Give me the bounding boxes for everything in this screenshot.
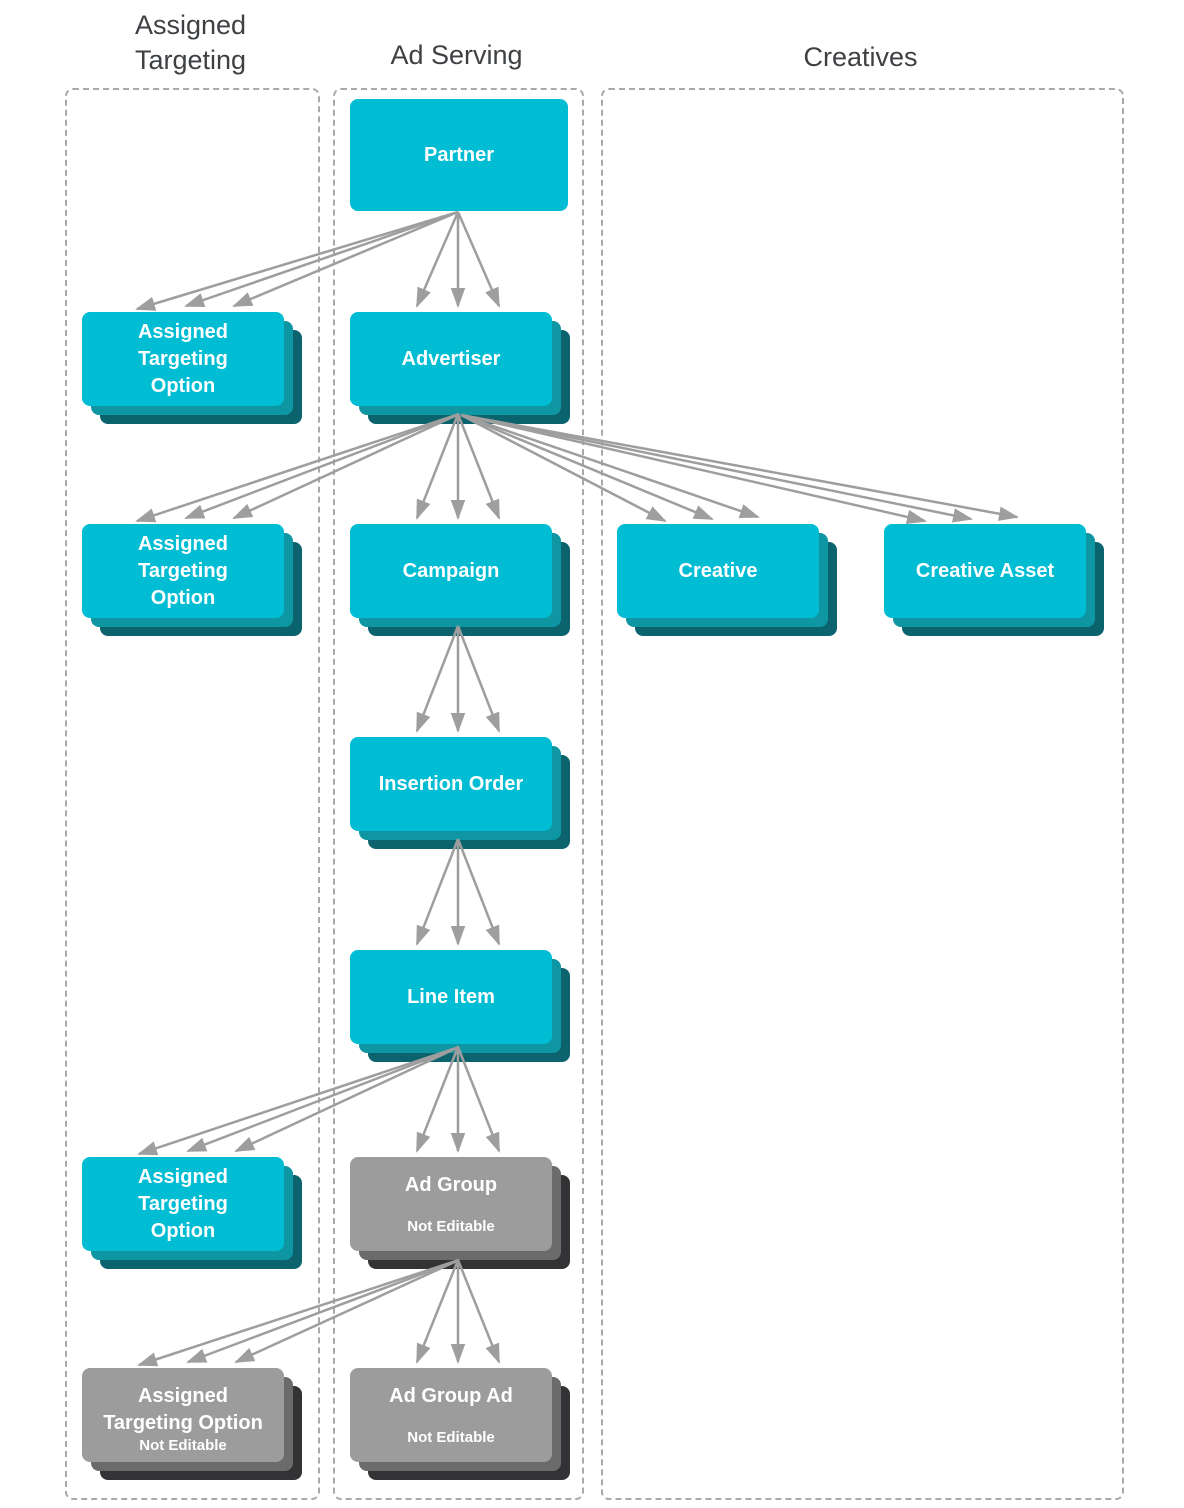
node-advertiser-label: Advertiser [401, 347, 501, 370]
node-line-item-label: Line Item [407, 985, 495, 1008]
node-ato2-label: Assigned Targeting Option [137, 532, 229, 609]
node-creative-asset: Creative Asset [884, 524, 1086, 618]
node-insertion-order-label: Insertion Order [378, 772, 524, 795]
node-ad-group: Ad Group Not Editable [350, 1157, 552, 1251]
node-assigned-targeting-option-advertiser: Assigned Targeting Option [82, 524, 284, 618]
node-creative-label: Creative [678, 559, 758, 582]
node-ato4-label: Assigned Targeting Option [103, 1385, 263, 1434]
node-creative: Creative [617, 524, 819, 618]
node-ad-group-ad-label: Ad Group Ad [389, 1385, 513, 1407]
node-assigned-targeting-option-partner: Assigned Targeting Option [82, 312, 284, 406]
node-creative-asset-label: Creative Asset [915, 559, 1055, 582]
node-ad-group-ad: Ad Group Ad Not Editable [350, 1368, 552, 1462]
node-ato3-label: Assigned Targeting Option [137, 1165, 229, 1242]
node-assigned-targeting-option-ad-group: Assigned Targeting Option Not Editable [82, 1368, 284, 1462]
column-ad-serving [333, 88, 584, 1500]
column-creatives [601, 88, 1124, 1500]
node-partner: Partner [350, 99, 568, 211]
node-partner-label: Partner [423, 143, 495, 166]
node-campaign-label: Campaign [402, 559, 500, 582]
node-assigned-targeting-option-line-item: Assigned Targeting Option [82, 1157, 284, 1251]
column-assigned-targeting [65, 88, 320, 1500]
node-ato4-sublabel: Not Editable [139, 1437, 227, 1454]
node-line-item: Line Item [350, 950, 552, 1044]
node-ad-group-ad-sublabel: Not Editable [407, 1429, 495, 1446]
column-header-assigned-targeting: Assigned Targeting [134, 10, 247, 75]
node-advertiser: Advertiser [350, 312, 552, 406]
node-insertion-order: Insertion Order [350, 737, 552, 831]
column-header-creatives: Creatives [803, 42, 918, 72]
column-header-ad-serving: Ad Serving [390, 40, 523, 70]
node-ad-group-label: Ad Group [404, 1174, 498, 1196]
node-campaign: Campaign [350, 524, 552, 618]
node-ad-group-sublabel: Not Editable [407, 1218, 495, 1235]
node-ato1-label: Assigned Targeting Option [137, 320, 229, 397]
